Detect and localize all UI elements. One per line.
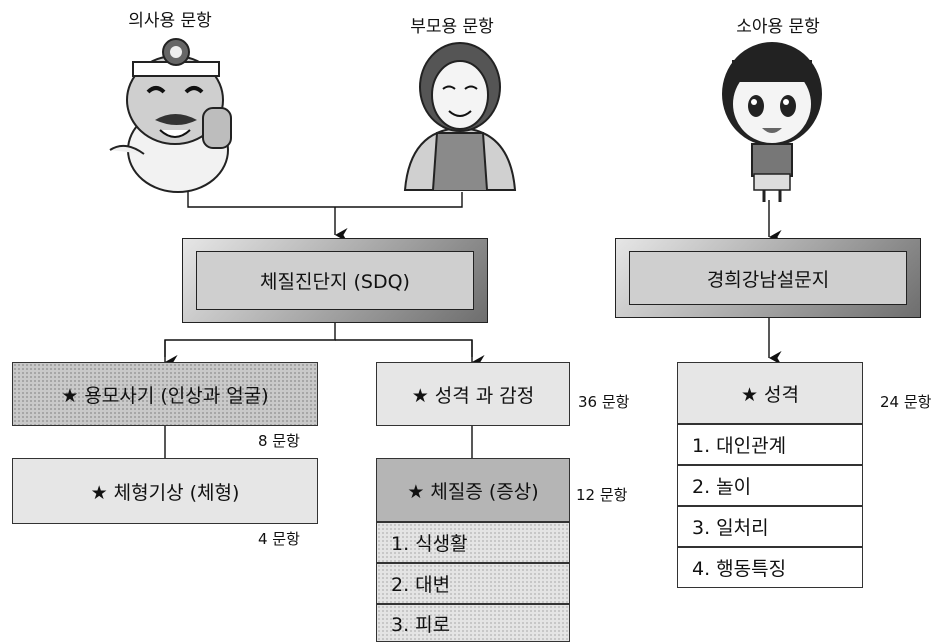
kyunghee-item: 2. 놀이 [677, 465, 863, 506]
kyunghee-personality-box: ★ 성격 [677, 362, 863, 424]
sdq-split-right [335, 339, 473, 357]
parent-illustration [403, 42, 517, 191]
body-box: ★ 체형기상 (체형) [12, 458, 318, 524]
symptom-item: 1. 식생활 [376, 522, 570, 563]
symptom-count: 12 문항 [576, 486, 628, 504]
doctor-label: 의사용 문항 [128, 11, 212, 31]
sdq-split-left [164, 323, 336, 357]
child-illustration [722, 42, 822, 202]
face-count: 8 문항 [258, 432, 300, 450]
body-count: 4 문항 [258, 530, 300, 548]
child-label: 소아용 문항 [736, 17, 820, 37]
respondent-merge-line [187, 190, 463, 208]
symptom-item: 3. 피로 [376, 604, 570, 642]
parent-label: 부모용 문항 [410, 17, 494, 37]
personality-box: ★ 성격 과 감정 [376, 362, 570, 426]
face-box: ★ 용모사기 (인상과 얼굴) [12, 362, 318, 426]
kyunghee-title: 경희강남설문지 [629, 251, 907, 305]
symptom-item: 2. 대변 [376, 563, 570, 604]
sdq-title: 체질진단지 (SDQ) [196, 251, 474, 310]
kyunghee-item: 4. 행동특징 [677, 547, 863, 588]
kyunghee-item: 3. 일처리 [677, 506, 863, 547]
doctor-illustration [109, 38, 232, 193]
kyunghee-personality-count: 24 문항 [880, 393, 932, 411]
personality-count: 36 문항 [578, 393, 630, 411]
kyunghee-item: 1. 대인관계 [677, 424, 863, 465]
symptom-box: ★ 체질증 (증상) [376, 458, 570, 522]
kyunghee-title-box: 경희강남설문지 [615, 238, 921, 318]
sdq-title-box: 체질진단지 (SDQ) [182, 238, 488, 323]
